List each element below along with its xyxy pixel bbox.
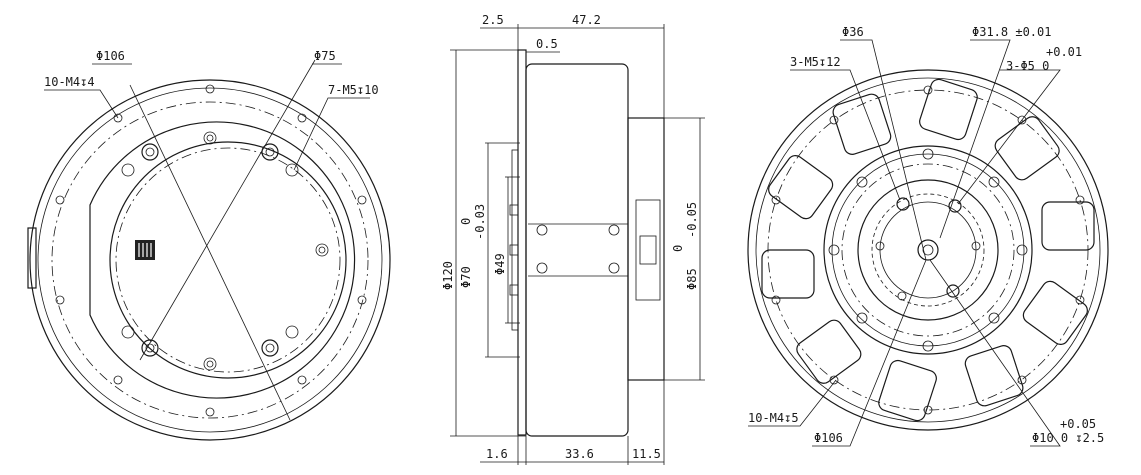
label-d75: Φ75 [314,49,336,63]
center-bore-inner [922,244,934,256]
back-d31-circle [879,201,977,299]
label-tol-05: +0.05 [1060,417,1096,431]
back-outer-holes [771,85,1085,415]
label-w1-6: 1.6 [486,447,508,461]
side-view: 2.5 47.2 0.5 Φ120 Φ70 0 -0.03 Φ49 Φ85 0 … [441,13,705,465]
label-d36: Φ36 [842,25,864,39]
back-bolt-circle [767,89,1089,411]
leader-m4 [44,89,119,119]
back-d36-circle [871,193,985,307]
key-3 [509,284,519,296]
label-back-d106: Φ106 [814,431,843,445]
label-d10: Φ10 0 ↧2.5 [1032,431,1104,445]
side-hole-1 [536,224,548,236]
back-outer-rim-inner [755,77,1101,423]
label-pin-hole: 3-Φ5 0 [1006,59,1049,73]
holes-inner [121,131,329,371]
rear-hub [627,117,665,381]
leader-m5 [293,97,370,171]
inner-face [109,141,347,379]
side-hole-3 [608,224,620,236]
label-d85: Φ85 [685,268,699,290]
holes-outer [55,84,367,417]
label-d106: Φ106 [96,49,125,63]
back-pin-holes [875,241,981,301]
outer-rim-inner [37,87,383,433]
flange-face [89,121,356,399]
label-d85-lower: -0.05 [685,202,699,238]
bolt-circle-106 [51,101,369,419]
encoder-window [639,235,657,265]
back-hub-ring [831,153,1025,347]
back-hub-holes [828,148,1028,352]
back-hub-outer [823,145,1033,355]
key-2 [509,244,519,256]
back-view: Φ36 Φ31.8 ±0.01 +0.01 3-M5↧12 3-Φ5 0 10-… [747,25,1109,447]
label-holes-m4: 10-M4↧4 [44,75,95,89]
label-d120: Φ120 [441,261,455,290]
side-tab [27,227,37,289]
label-w11-5: 11.5 [632,447,661,461]
label-d31-8: Φ31.8 ±0.01 [972,25,1051,39]
label-w0-5: 0.5 [536,37,558,51]
back-m5-holes [896,197,962,298]
back-leaders [748,39,1061,447]
label-d70: Φ70 [459,266,473,288]
front-view: Φ106 Φ75 10-M4↧4 7-M5↧10 [27,49,391,441]
center-bore [917,239,939,261]
dimension-lines [450,24,705,465]
front-boss [511,149,519,331]
leader-d106 [129,84,291,421]
outer-rim [29,79,391,441]
label-d70-lower: -0.03 [473,204,487,240]
connector-icon [135,240,155,260]
leader-d75 [139,59,316,361]
label-w47-2: 47.2 [572,13,601,27]
key-1 [509,204,519,216]
label-w33-6: 33.6 [565,447,594,461]
label-pin-tol: +0.01 [1046,45,1082,59]
side-hole-2 [536,262,548,274]
back-hub-bolt-circle [841,163,1015,337]
housing-body [525,63,629,437]
spoke-windows [761,78,1095,422]
label-d49: Φ49 [493,253,507,275]
label-w2-5: 2.5 [482,13,504,27]
label-d85-upper: 0 [671,245,685,252]
label-holes-m5: 7-M5↧10 [328,83,379,97]
side-hole-4 [608,262,620,274]
label-m4-5: 10-M4↧5 [748,411,799,425]
label-d70-upper: 0 [459,218,473,225]
back-hub-inner [857,179,999,321]
bolt-circle-75 [115,147,341,373]
flange-plate [517,49,527,436]
back-outer-rim [747,69,1109,431]
encoder-block [635,199,661,301]
label-m5-12: 3-M5↧12 [790,55,841,69]
